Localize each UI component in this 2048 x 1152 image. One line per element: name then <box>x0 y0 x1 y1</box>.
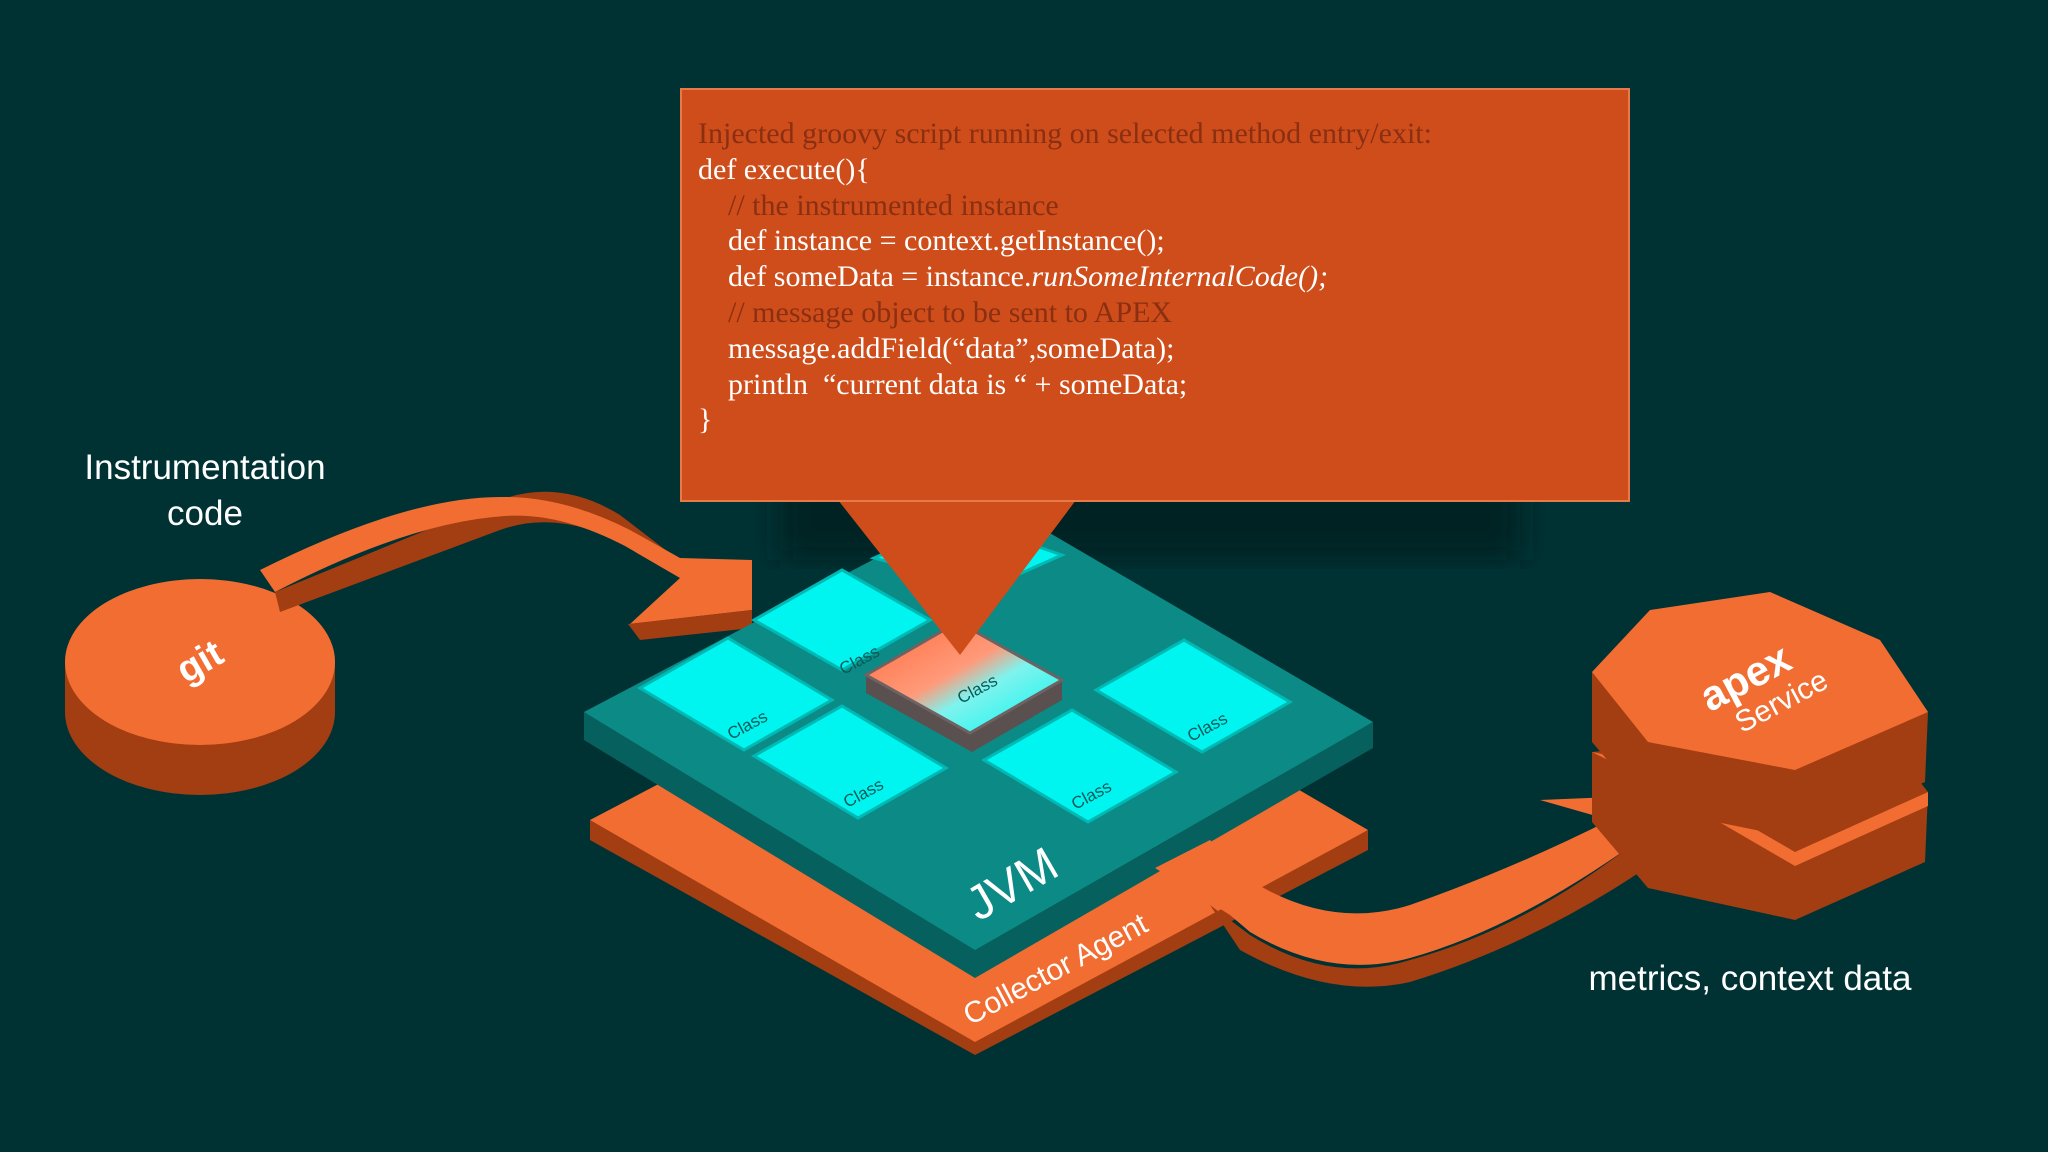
code-line-italic: runSomeInternalCode(); <box>1031 260 1329 294</box>
metrics-context-label: metrics, context data <box>1588 959 1912 998</box>
code-line: println “current data is “ + someData; <box>728 367 1188 401</box>
instrumentation-code-label: Instrumentation code <box>55 445 355 537</box>
groovy-script-callout: Injected groovy script running on select… <box>680 88 1630 502</box>
selected-class-tile: Class <box>862 620 1066 752</box>
code-line: def instance = context.getInstance(); <box>728 224 1165 258</box>
output-arrow <box>1155 795 1660 987</box>
instrumentation-label-line2: code <box>167 494 243 533</box>
instrumentation-label-line1: Instrumentation <box>84 448 326 487</box>
code-line: def execute(){ <box>698 152 870 186</box>
class-tile: Class <box>1092 638 1294 754</box>
code-line: } <box>698 403 713 437</box>
code-line: Injected groovy script running on select… <box>698 117 1432 150</box>
class-tile: Class <box>751 704 949 820</box>
instrumentation-arrow <box>260 491 752 640</box>
apex-service: apex Service <box>1592 592 1928 920</box>
code-line-part: def someData = instance. <box>728 260 1032 294</box>
git-cylinder-top <box>65 579 335 745</box>
code-line: def someData = instance.runSomeInternalC… <box>698 259 1612 295</box>
code-line: message.addField(“data”,someData); <box>728 331 1175 365</box>
class-tile: Class <box>981 708 1179 824</box>
apex-hexagon-top <box>1592 592 1928 770</box>
code-comment: // message object to be sent to APEX <box>728 295 1173 329</box>
callout-pointer <box>838 500 1076 655</box>
git-repository: git <box>65 579 335 795</box>
class-tile: Class <box>637 636 835 752</box>
code-comment: // the instrumented instance <box>728 188 1059 222</box>
